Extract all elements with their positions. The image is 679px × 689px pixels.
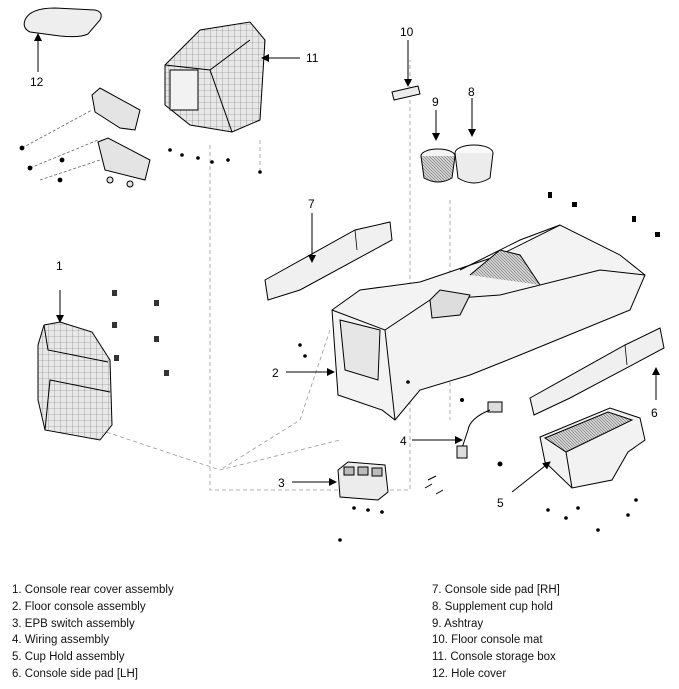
callout-7: 7: [308, 197, 315, 211]
epb-switch-fasteners: [338, 506, 384, 542]
floor-console-assembly-part: [331, 224, 646, 421]
callout-5: 5: [497, 496, 504, 510]
screw-set-lower-box: [168, 148, 262, 174]
callout-9: 9: [432, 95, 439, 109]
legend-right-column: 7. Console side pad [RH] 8. Supplement c…: [432, 582, 560, 683]
console-storage-box-part: [164, 21, 266, 133]
callout-4: 4: [400, 434, 407, 448]
supplement-cup-hold-part: [454, 144, 494, 184]
legend-item: 10. Floor console mat: [432, 634, 543, 647]
wiring-assembly-part: [456, 401, 503, 467]
epb-switch-assembly-part: [337, 461, 389, 501]
cup-hold-assembly-part: [539, 407, 646, 489]
callout-labels: 1 2 3 4 5 6 7 8 9 10 11 12: [30, 25, 658, 510]
legend-item: 4. Wiring assembly: [12, 634, 110, 647]
legend-item: 9. Ashtray: [432, 617, 484, 630]
legend-item: 1. Console rear cover assembly: [12, 584, 174, 596]
legend-item: 8. Supplement cup hold: [432, 600, 553, 613]
wiring-fasteners: [424, 475, 444, 495]
callout-6: 6: [651, 406, 658, 420]
rear-cover-clips: [112, 290, 169, 376]
hole-cover-part: [23, 7, 102, 38]
legend-item: 3. EPB switch assembly: [12, 617, 135, 630]
floor-console-mat-part: [391, 85, 421, 101]
legend-item: 5. Cup Hold assembly: [12, 651, 125, 664]
callout-8: 8: [468, 85, 475, 99]
mounting-brackets: [91, 87, 151, 188]
console-rear-cover-assembly-part: [37, 321, 113, 441]
ashtray-part: [420, 148, 456, 183]
console-side-pad-rh-part: [264, 221, 393, 301]
legend-item: 12. Hole cover: [432, 667, 507, 680]
callout-10: 10: [400, 25, 414, 39]
legend-left-column: 1. Console rear cover assembly 2. Floor …: [12, 582, 174, 683]
callout-12: 12: [30, 75, 44, 89]
cup-hold-fasteners: [546, 498, 638, 532]
legend-item: 6. Console side pad [LH]: [12, 667, 138, 680]
assembly-guide-lines: [99, 60, 451, 491]
callout-2: 2: [272, 366, 279, 380]
legend-item: 7. Console side pad [RH]: [432, 584, 560, 596]
callout-11: 11: [306, 51, 319, 65]
leader-arrows: [34, 33, 660, 493]
screw-set-left: [19, 109, 101, 183]
legend-item: 11. Console storage box: [432, 651, 556, 664]
console-side-pad-lh-part: [529, 327, 665, 416]
callout-1: 1: [56, 259, 63, 273]
callout-3: 3: [278, 476, 285, 490]
legend-item: 2. Floor console assembly: [12, 600, 146, 613]
floor-console-fasteners: [298, 192, 660, 402]
